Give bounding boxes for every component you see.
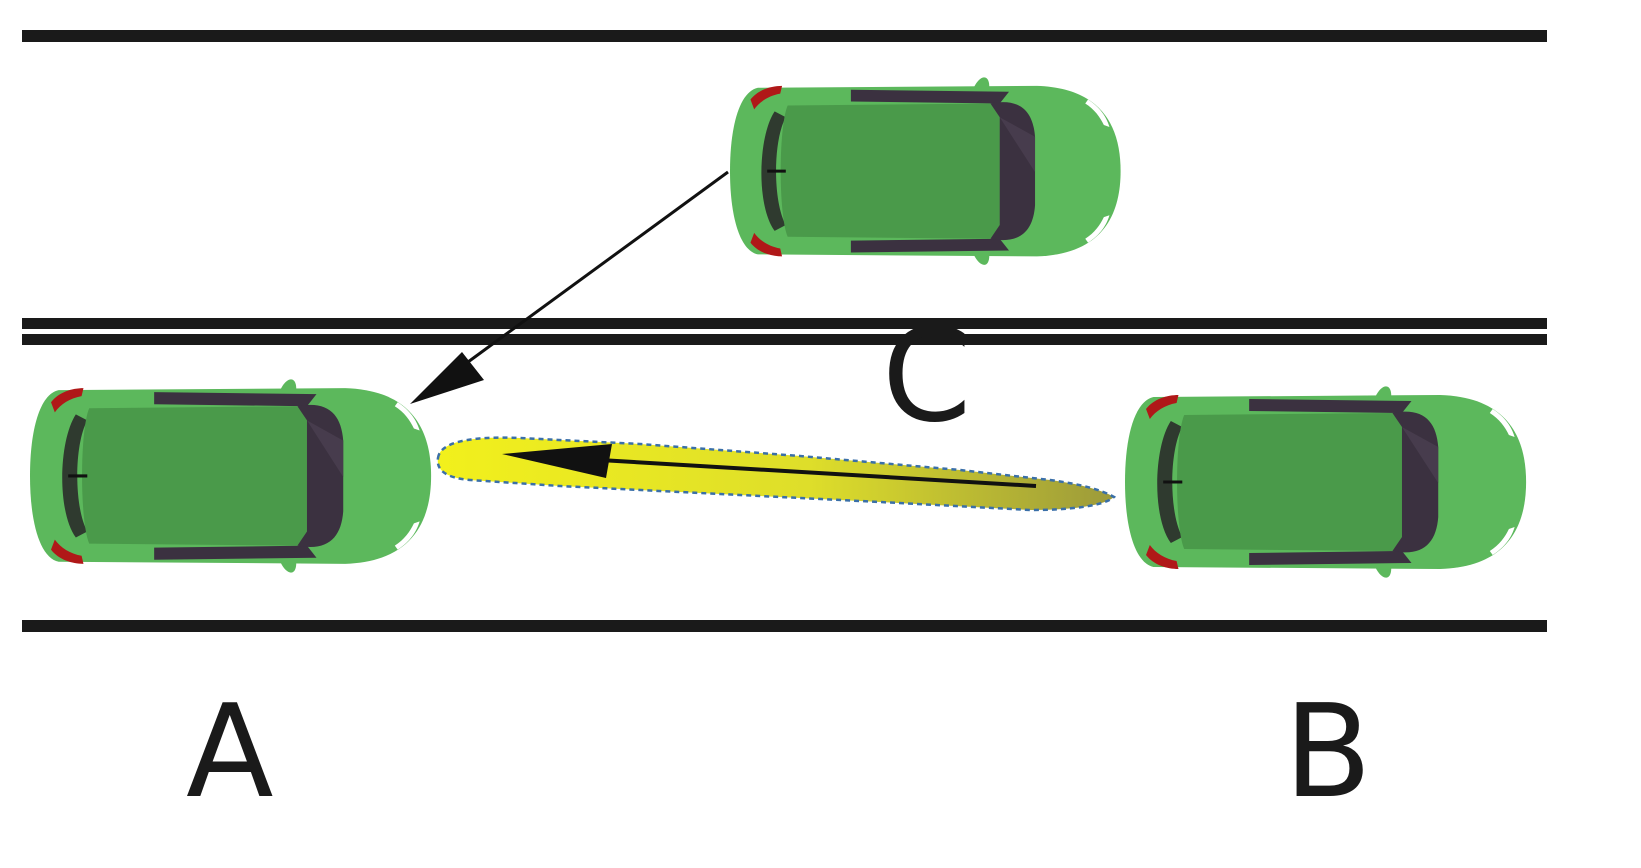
arrow-c-to-a xyxy=(410,170,729,404)
car-a xyxy=(28,377,433,575)
headlight-beam xyxy=(436,436,1117,512)
arrow-b-to-a xyxy=(502,444,1037,488)
label-a: A xyxy=(186,678,274,827)
label-c: C xyxy=(882,302,971,451)
car-c xyxy=(728,75,1123,267)
lane-divider-lower xyxy=(22,334,1547,345)
road-edge-top xyxy=(22,30,1547,42)
label-b: B xyxy=(1284,678,1372,827)
car-top-view-icon xyxy=(1123,384,1528,580)
lane-divider-upper xyxy=(22,318,1547,329)
road-edge-bottom xyxy=(22,620,1547,632)
car-top-view-icon xyxy=(28,377,433,575)
car-b xyxy=(1123,384,1528,580)
road xyxy=(22,30,1547,632)
car-top-view-icon xyxy=(728,75,1123,267)
